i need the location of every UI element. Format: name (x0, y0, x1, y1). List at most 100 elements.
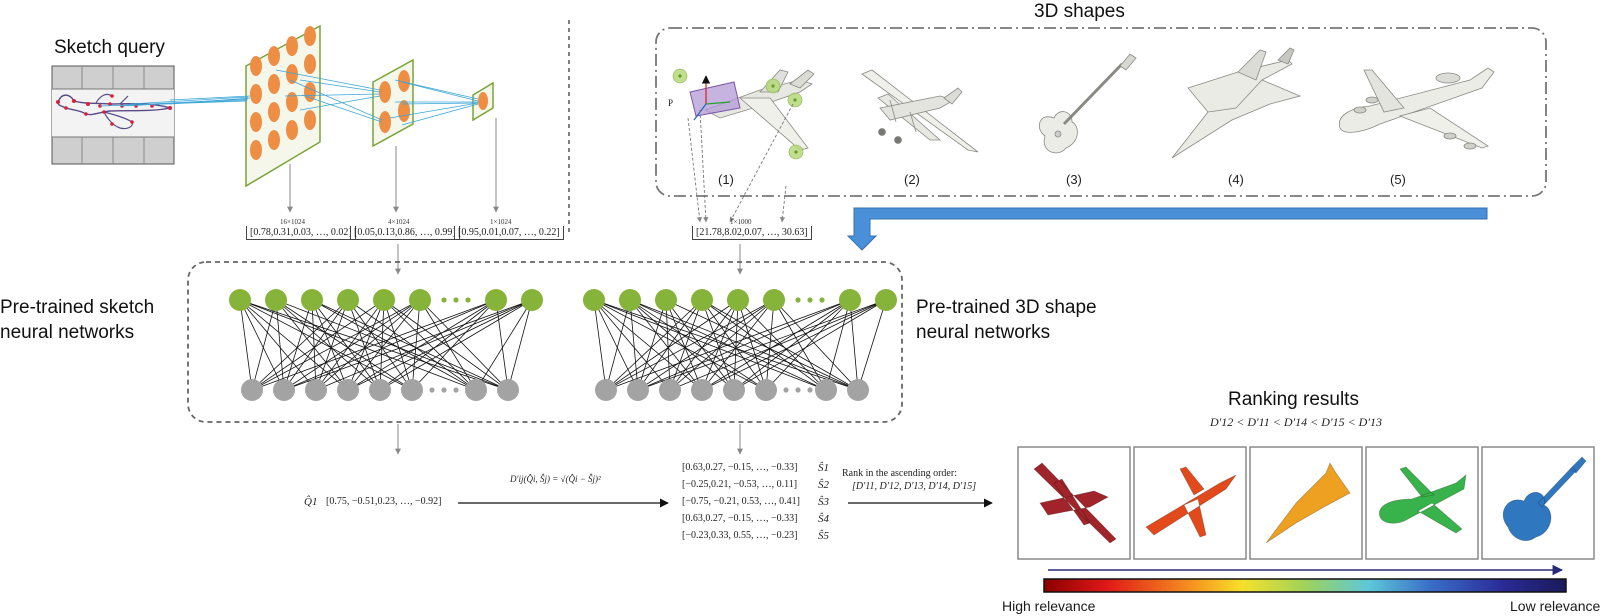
network-edge (669, 299, 775, 391)
sketch-network-label-line2: neural networks (0, 322, 135, 343)
shape-code-symbol-4: Ŝ4 (818, 513, 829, 525)
shape-code-symbol-2: Ŝ2 (818, 479, 829, 491)
query-vector: [0.75, −0.51,0.23, …, −0.92] (326, 496, 442, 507)
shape-label-1: (1) (718, 172, 734, 187)
filter-blob (304, 110, 316, 130)
point-p-label: P (668, 98, 674, 108)
network-edge (347, 299, 385, 391)
input-node (521, 289, 543, 311)
network-edge (637, 299, 667, 391)
network-edge (315, 299, 533, 391)
network-edge (251, 299, 385, 391)
shape-code-4: [0.63,0.27, −0.15, …, −0.33] (682, 513, 798, 524)
hidden-node (723, 379, 745, 401)
network-edge (507, 299, 533, 391)
shape-label-5: (5) (1390, 172, 1406, 187)
network-edge (283, 299, 497, 391)
network-edge (239, 299, 349, 391)
network-edge (411, 299, 421, 391)
network-edge (701, 299, 887, 391)
hidden-node (241, 379, 263, 401)
network-edge (311, 299, 317, 391)
network-edge (383, 299, 477, 391)
shape-network-connections (593, 299, 887, 391)
hidden-node (337, 379, 359, 401)
network-edge (315, 299, 349, 391)
network-edge (239, 299, 285, 391)
hidden-node (369, 379, 391, 401)
ellipsis-dot (783, 387, 789, 393)
network-edge (283, 299, 533, 391)
network-edge (593, 299, 607, 391)
ellipsis-dot (795, 387, 801, 393)
network-edge (275, 299, 509, 391)
feature-map-large (245, 24, 321, 188)
network-edge (669, 299, 703, 391)
network-edge (379, 299, 533, 391)
network-box (187, 261, 903, 423)
network-edge (315, 299, 421, 391)
network-edge (593, 299, 859, 391)
hidden-node (847, 379, 869, 401)
network-edge (701, 299, 775, 391)
hidden-node (465, 379, 487, 401)
filter-blob (268, 102, 280, 122)
shape-label-2: (2) (904, 172, 920, 187)
shapes-3d-label: 3D shapes (1034, 1, 1125, 22)
hidden-node (305, 379, 327, 401)
filter-blob (250, 140, 262, 160)
network-edge (251, 299, 349, 391)
result-shape (1145, 466, 1237, 538)
result-shape (1379, 466, 1467, 534)
filter-blob (250, 56, 262, 76)
sketch-query-panel (51, 65, 175, 165)
input-node (691, 289, 713, 311)
filter-blob (304, 26, 316, 46)
ranking-results-label: Ranking results (1228, 389, 1359, 410)
network-edge (311, 299, 381, 391)
filter-blob (268, 74, 280, 94)
input-node (583, 289, 605, 311)
input-node (839, 289, 861, 311)
shape-code-symbol-1: Ŝ1 (818, 462, 829, 474)
shape-code-3: [−0.75, −0.21, 0.53, …, 0.41] (682, 496, 800, 507)
filter-blob (379, 81, 391, 103)
input-node (301, 289, 323, 311)
ellipsis-dot (441, 387, 447, 393)
filter-blob (379, 111, 391, 133)
network-edge (665, 299, 671, 391)
projection-lines (99, 69, 479, 126)
network-edge (347, 299, 413, 391)
feature-vector-2: [0.05,0.13,0.86, …, 0.99] (350, 226, 460, 240)
network-edge (239, 299, 317, 391)
vector-dim-3: 1×1024 (490, 218, 512, 226)
filter-group-large (250, 26, 316, 160)
network-edge (593, 299, 827, 391)
input-node (655, 289, 677, 311)
shape-code-2: [−0.25,0.21, −0.53, …, 0.11] (682, 479, 798, 490)
sketch-network-connections (239, 299, 533, 391)
shape-descriptor-arrow (846, 207, 1488, 251)
result-shape (1265, 462, 1351, 544)
shape-label-3: (3) (1066, 172, 1082, 187)
sketch-network-nodes (229, 289, 543, 401)
vector-dim-1: 16×1024 (280, 218, 305, 226)
shape-5-airliner (1338, 67, 1495, 150)
network-edge (733, 299, 851, 391)
filter-blob (250, 112, 262, 132)
ellipsis-dot (465, 297, 471, 303)
input-node (875, 289, 897, 311)
hidden-node (595, 379, 617, 401)
network-edge (733, 299, 739, 391)
input-node (485, 289, 507, 311)
input-node (373, 289, 395, 311)
filter-blob (398, 100, 410, 122)
shape-label-4: (4) (1228, 172, 1244, 187)
network-edge (701, 299, 767, 391)
ellipsis-dot (807, 387, 813, 393)
ranking-order: D′12 < D′11 < D′14 < D′15 < D′13 (1210, 415, 1382, 429)
hidden-node (659, 379, 681, 401)
ellipsis-dot (807, 297, 813, 303)
network-edge (701, 299, 735, 391)
